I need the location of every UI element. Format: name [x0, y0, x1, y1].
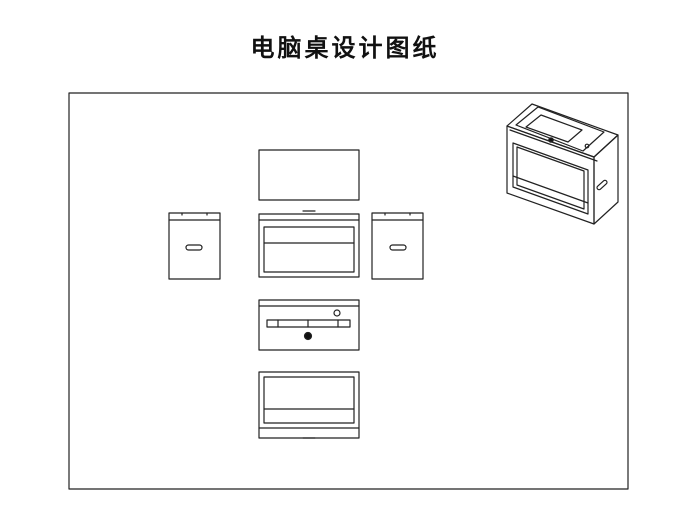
left-side-view [168, 212, 221, 280]
back-view [258, 371, 360, 439]
top-view [258, 149, 360, 201]
drawing-border [68, 92, 629, 490]
handle-slot-icon [596, 179, 608, 191]
front-view [258, 210, 360, 278]
handle-slot-icon [185, 244, 203, 251]
right-side-view [371, 212, 424, 280]
page-title: 电脑桌设计图纸 [250, 34, 440, 62]
screw-hole-icon [333, 309, 341, 317]
cable-hole-icon [303, 331, 313, 341]
isometric-view [506, 103, 619, 225]
top-surface-view [258, 299, 360, 351]
screw-hole-icon [584, 143, 590, 149]
handle-slot-icon [389, 244, 407, 251]
